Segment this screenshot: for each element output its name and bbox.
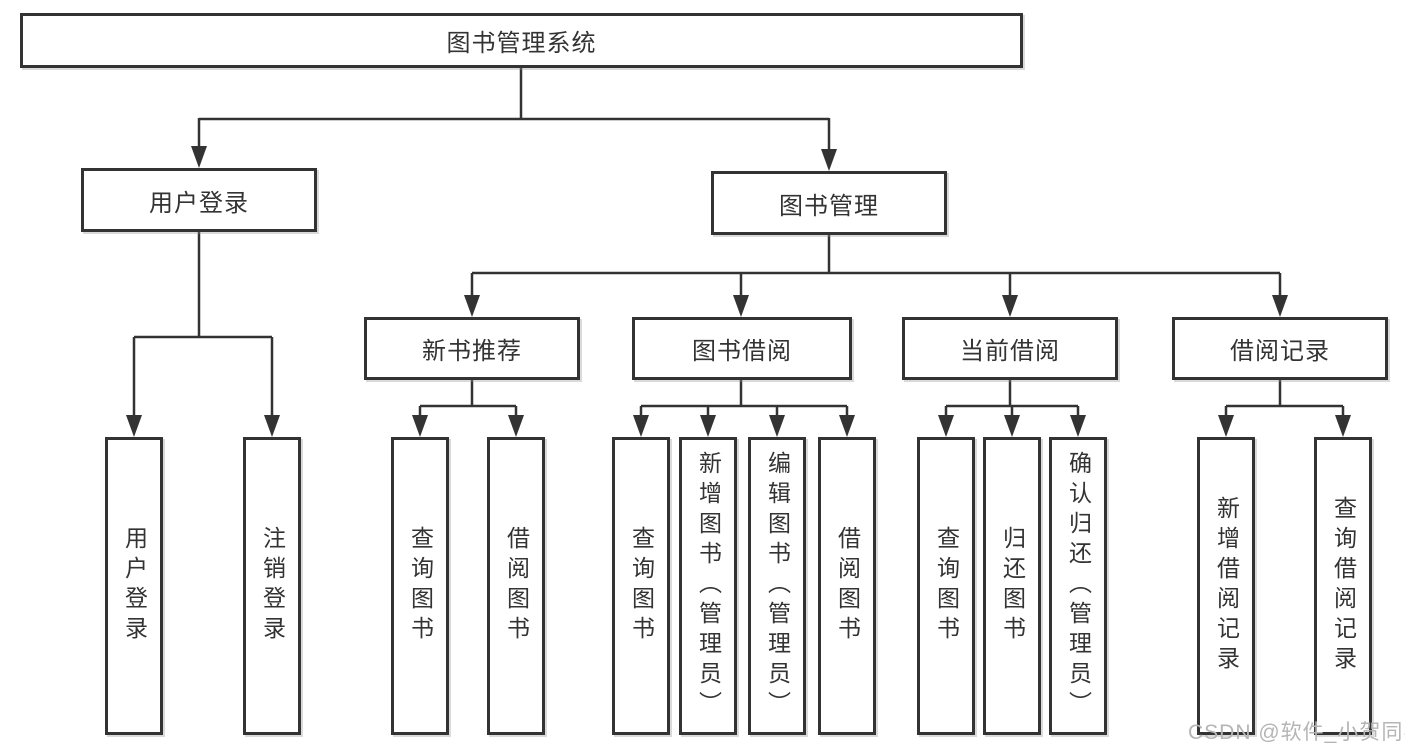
- leaf-label: 归还图书: [999, 526, 1026, 646]
- node-label: 借阅记录: [1230, 338, 1330, 365]
- csdn-watermark: CSDN @软件_小贺同学: [1188, 721, 1405, 744]
- leaf-user-login: 用户登录: [105, 437, 163, 735]
- leaf-label: 确认归还（管理员）: [1065, 451, 1092, 721]
- node-user-login: 用户登录: [81, 168, 317, 232]
- node-label: 用户登录: [149, 189, 249, 217]
- node-current-borrowing: 当前借阅: [902, 317, 1118, 380]
- leaf-return-book: 归还图书: [983, 437, 1041, 735]
- node-book-management: 图书管理: [711, 171, 947, 235]
- leaf-label: 新增借阅记录: [1213, 496, 1240, 676]
- leaf-query-books-current: 查询图书: [917, 437, 975, 735]
- leaf-borrow-books-recommendation: 借阅图书: [487, 437, 545, 735]
- leaf-label: 查询图书: [628, 526, 655, 646]
- leaf-logout: 注销登录: [243, 437, 301, 735]
- leaf-label: 查询借阅记录: [1330, 496, 1357, 676]
- leaf-label: 新增图书（管理员）: [695, 451, 722, 721]
- node-label: 图书管理系统: [446, 30, 597, 57]
- leaf-edit-book-admin: 编辑图书（管理员）: [748, 437, 806, 735]
- leaf-label: 用户登录: [121, 526, 148, 646]
- leaf-confirm-return-admin: 确认归还（管理员）: [1049, 437, 1107, 735]
- node-label: 图书借阅: [692, 338, 792, 365]
- leaf-add-borrow-record: 新增借阅记录: [1197, 437, 1255, 735]
- leaf-label: 查询图书: [407, 526, 434, 646]
- node-borrowing-records: 借阅记录: [1172, 317, 1388, 380]
- leaf-query-books-borrowing: 查询图书: [612, 437, 670, 735]
- leaf-label: 编辑图书（管理员）: [764, 451, 791, 721]
- node-label: 当前借阅: [960, 338, 1060, 365]
- leaf-label: 借阅图书: [503, 526, 530, 646]
- leaf-label: 借阅图书: [834, 526, 861, 646]
- node-label: 新书推荐: [422, 338, 522, 365]
- node-new-book-recommendation: 新书推荐: [364, 317, 580, 380]
- node-library-management-system: 图书管理系统: [20, 13, 1023, 68]
- leaf-label: 注销登录: [259, 526, 286, 646]
- leaf-label: 查询图书: [933, 526, 960, 646]
- leaf-query-books-recommendation: 查询图书: [391, 437, 449, 735]
- leaf-add-book-admin: 新增图书（管理员）: [679, 437, 737, 735]
- node-book-borrowing: 图书借阅: [632, 317, 852, 380]
- leaf-query-borrow-record: 查询借阅记录: [1314, 437, 1372, 735]
- node-label: 图书管理: [779, 192, 879, 220]
- leaf-borrow-books-borrowing: 借阅图书: [818, 437, 876, 735]
